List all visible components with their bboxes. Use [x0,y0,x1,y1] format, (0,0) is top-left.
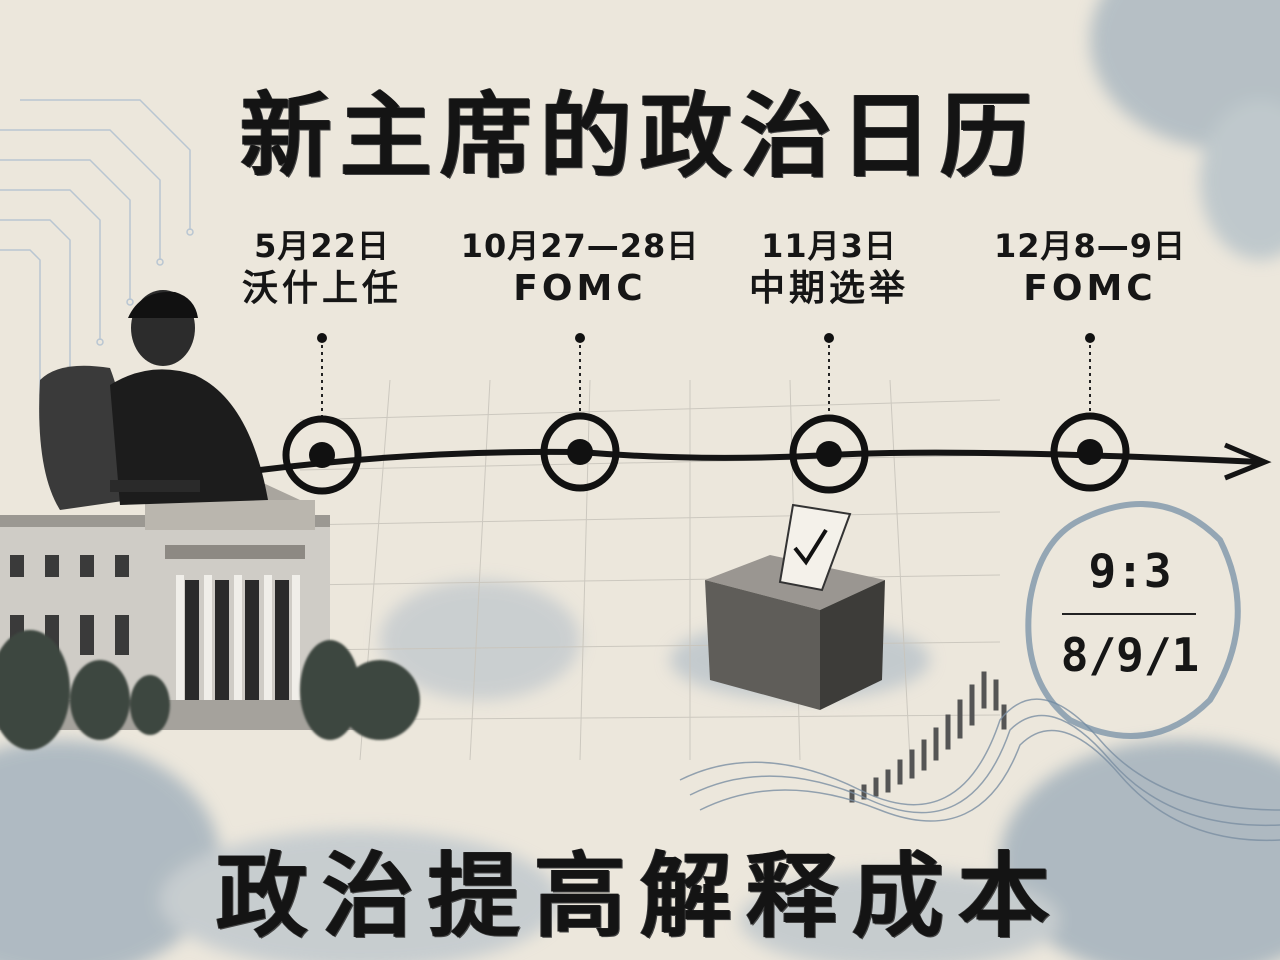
timeline-event-1: 5月22日 沃什上任 [202,226,442,312]
event-label: FOMC [513,268,647,309]
ballot-box-illustration [705,503,885,710]
event-label: FOMC [1023,268,1157,309]
timeline-node-1 [282,333,362,495]
enso-circle [1025,501,1241,739]
timeline-node-3 [789,333,869,494]
timeline-event-4: 12月8—9日 FOMC [970,226,1210,312]
event-label: 中期选举 [748,268,909,309]
event-date: 5月22日 [254,227,390,265]
event-date: 12月8—9日 [993,227,1187,265]
event-date: 11月3日 [761,227,897,265]
page-title: 新主席的政治日历 [239,82,1040,190]
timeline-node-4 [1050,333,1130,492]
event-date: 10月27—28日 [460,227,700,265]
event-label: 沃什上任 [241,268,402,309]
timeline-axis [259,442,1272,481]
page-subtitle: 政治提高解释成本 [215,842,1064,950]
wave-lines [679,698,1280,842]
timeline-event-2: 10月27—28日 FOMC [460,226,700,312]
circuit-lines [0,99,194,420]
timeline-node-2 [540,333,620,492]
calendar-grid [299,379,1001,761]
chairman-silhouette [39,290,268,510]
fed-building-illustration [0,470,420,750]
vote-ratio-top: 9:3 [1088,544,1172,598]
vote-ratio-bottom: 8/9/1 [1060,628,1200,682]
timeline-event-3: 11月3日 中期选举 [709,226,949,312]
